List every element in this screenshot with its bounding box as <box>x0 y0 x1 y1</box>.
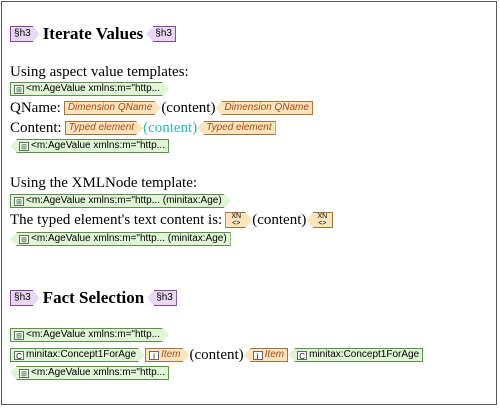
intro-xmlnode-template: Using the XMLNode template: <box>10 175 197 191</box>
agevalue-full-end-row: ⊞ <m:AgeValue xmlns:m="http... (minitax:… <box>10 232 231 246</box>
tag-label: <m:AgeValue xmlns:m="http... <box>31 367 165 378</box>
typed-text-row: The typed element's text content is: XN<… <box>10 212 334 228</box>
fact-agevalue-start-row: ⊞ <m:AgeValue xmlns:m="http... <box>10 328 169 342</box>
intro-text: Using aspect value templates: <box>10 64 189 80</box>
heading-fact-selection: Fact Selection <box>42 288 145 307</box>
dimension-qname-end-tag[interactable]: Dimension QName <box>215 101 313 115</box>
content-placeholder[interactable]: (content) <box>252 212 307 228</box>
concept-icon: C <box>297 350 308 361</box>
typed-element-start-tag[interactable]: Typed element <box>65 121 143 135</box>
tag-label: <m:AgeValue xmlns:m="http... (minitax:Ag… <box>31 233 227 244</box>
tag-label: <m:AgeValue xmlns:m="http... <box>26 329 160 340</box>
tag-label: <m:AgeValue xmlns:m="http... <box>26 83 160 94</box>
fact-agevalue-end-row: ⊞ <m:AgeValue xmlns:m="http... <box>10 366 169 380</box>
agevalue-end-row: ⊞ <m:AgeValue xmlns:m="http... <box>10 139 169 153</box>
content-label: Content: <box>10 120 62 136</box>
grid-icon: ⊞ <box>19 141 29 151</box>
xmlnode-end-tag[interactable]: XN<> <box>306 212 334 228</box>
h3-end-tag[interactable]: §h3 <box>146 26 176 42</box>
agevalue-start-row: ⊞ <m:AgeValue xmlns:m="http... <box>10 82 169 96</box>
grid-icon: ⊞ <box>14 331 24 340</box>
heading-iterate-values-row: §h3 Iterate Values §h3 <box>10 24 176 44</box>
grid-icon: ⊞ <box>14 197 24 206</box>
tag-label: <m:AgeValue xmlns:m="http... (minitax:Ag… <box>26 195 222 206</box>
xmlnode-icon: XN<> <box>317 213 328 227</box>
agevalue-full-start-tag[interactable]: ⊞ <m:AgeValue xmlns:m="http... (minitax:… <box>10 194 231 208</box>
grid-icon: ⊞ <box>14 85 24 94</box>
content-placeholder[interactable]: (content) <box>161 100 216 116</box>
heading-iterate-values: Iterate Values <box>42 24 144 43</box>
concept-icon: C <box>14 351 24 360</box>
agevalue-full-end-tag[interactable]: ⊞ <m:AgeValue xmlns:m="http... (minitax:… <box>10 232 231 246</box>
heading-fact-selection-row: §h3 Fact Selection §h3 <box>10 288 177 308</box>
intro-text: Using the XMLNode template: <box>10 175 198 191</box>
item-start-tag[interactable]: i Item <box>145 348 189 362</box>
grid-icon: ⊞ <box>19 368 29 378</box>
content-placeholder-cyan[interactable]: (content) <box>143 120 198 136</box>
agevalue-end-tag[interactable]: ⊞ <m:AgeValue xmlns:m="http... <box>10 366 169 380</box>
agevalue-start-tag[interactable]: ⊞ <m:AgeValue xmlns:m="http... <box>10 328 169 342</box>
h3-start-tag[interactable]: §h3 <box>10 290 40 306</box>
content-placeholder[interactable]: (content) <box>189 347 244 363</box>
dimension-qname-start-tag[interactable]: Dimension QName <box>64 101 161 115</box>
agevalue-full-start-row: ⊞ <m:AgeValue xmlns:m="http... (minitax:… <box>10 194 231 208</box>
h3-end-tag[interactable]: §h3 <box>147 290 177 306</box>
typed-text-label: The typed element's text content is: <box>10 212 223 228</box>
content-row: Content: Typed element (content) Typed e… <box>10 120 276 136</box>
tag-label: minitax:Concept1ForAge <box>309 349 420 360</box>
item-end-tag[interactable]: i Item <box>243 348 289 362</box>
agevalue-start-tag[interactable]: ⊞ <m:AgeValue xmlns:m="http... <box>10 82 169 96</box>
agevalue-end-tag[interactable]: ⊞ <m:AgeValue xmlns:m="http... <box>10 139 169 153</box>
qname-row: QName: Dimension QName (content) Dimensi… <box>10 100 313 116</box>
tag-label: <m:AgeValue xmlns:m="http... <box>31 140 165 151</box>
typed-element-end-tag[interactable]: Typed element <box>197 121 276 135</box>
h3-start-tag[interactable]: §h3 <box>10 26 40 42</box>
item-icon: i <box>252 350 263 361</box>
concept-end-tag[interactable]: C minitax:Concept1ForAge <box>288 348 424 362</box>
item-icon: i <box>149 351 159 360</box>
grid-icon: ⊞ <box>19 234 29 244</box>
xmlnode-start-tag[interactable]: XN<> <box>225 212 252 228</box>
xmlnode-icon: XN<> <box>231 213 242 227</box>
intro-aspect-templates: Using aspect value templates: <box>10 64 189 80</box>
tag-label: minitax:Concept1ForAge <box>26 349 137 360</box>
concept-item-row: C minitax:Concept1ForAge i Item (content… <box>10 347 424 363</box>
qname-label: QName: <box>10 100 61 116</box>
concept-start-tag[interactable]: C minitax:Concept1ForAge <box>10 348 145 362</box>
